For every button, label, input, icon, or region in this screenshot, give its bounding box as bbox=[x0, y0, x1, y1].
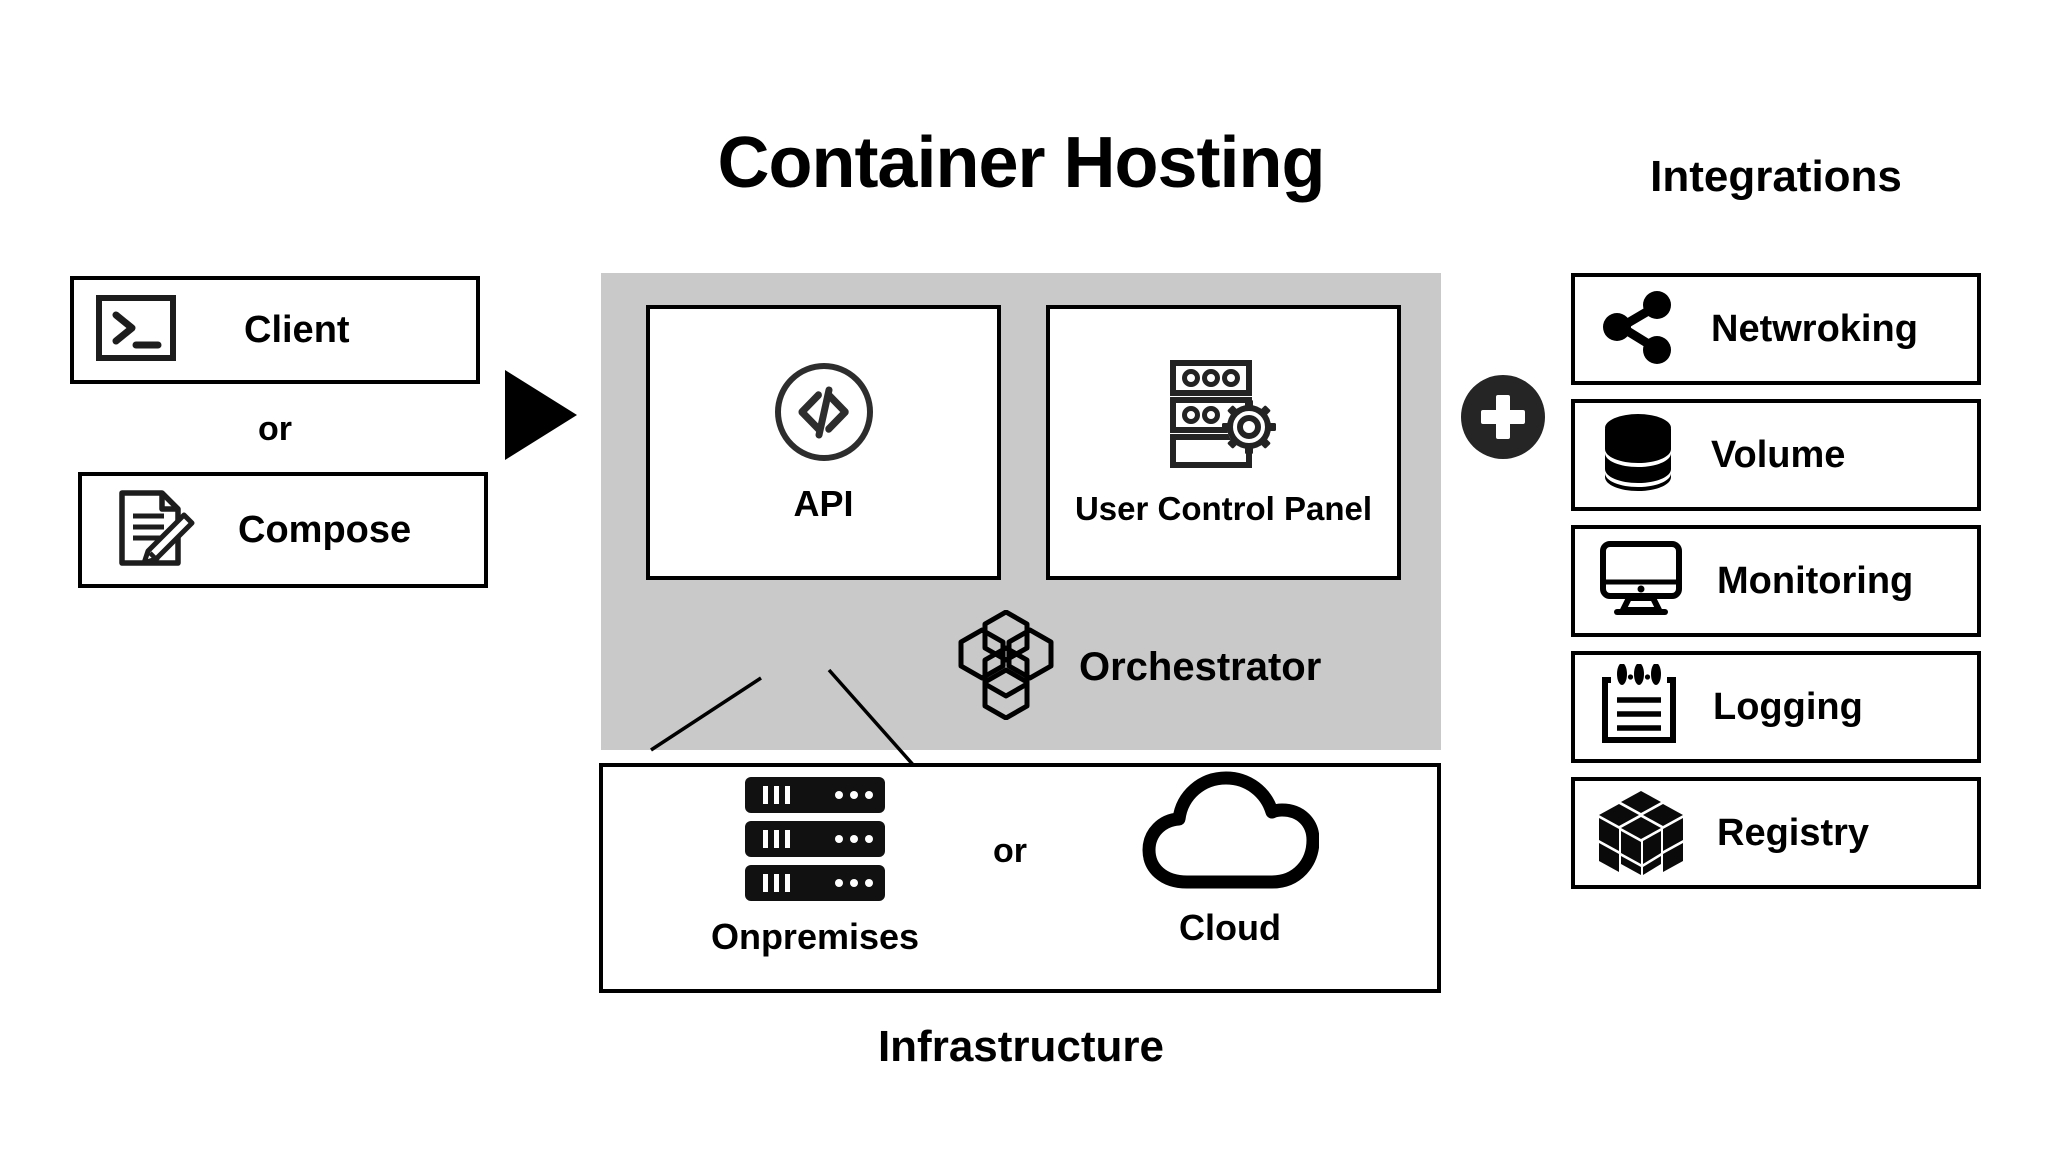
document-pencil-icon bbox=[106, 485, 196, 576]
onpremises-label: Onpremises bbox=[710, 916, 920, 957]
user-control-panel-node[interactable]: User Control Panel bbox=[1046, 305, 1401, 580]
page-title: Container Hosting bbox=[717, 123, 1326, 203]
client-label: Client bbox=[244, 308, 350, 351]
integration-label: Registry bbox=[1717, 811, 1870, 854]
integration-label: Monitoring bbox=[1717, 559, 1914, 602]
database-cylinder-icon bbox=[1599, 411, 1677, 500]
hexagon-cluster-icon bbox=[955, 609, 1057, 725]
plus-glyph bbox=[1481, 395, 1525, 439]
integration-item-logging[interactable]: Logging bbox=[1571, 651, 1981, 763]
code-circle-icon bbox=[772, 360, 876, 469]
integration-item-volume[interactable]: Volume bbox=[1571, 399, 1981, 511]
api-label: API bbox=[793, 483, 854, 524]
infrastructure-or-separator: or bbox=[993, 832, 1027, 870]
cloud-icon bbox=[1141, 770, 1320, 903]
cloud-node[interactable]: Cloud bbox=[1105, 770, 1355, 949]
integration-item-registry[interactable]: Registry bbox=[1571, 777, 1981, 889]
cube-3d-icon bbox=[1599, 787, 1683, 880]
server-stack-icon bbox=[741, 775, 889, 908]
integration-item-monitoring[interactable]: Monitoring bbox=[1571, 525, 1981, 637]
integration-label: Volume bbox=[1711, 433, 1846, 476]
orchestrator-node[interactable]: Orchestrator bbox=[955, 609, 1322, 725]
infrastructure-title: Infrastructure bbox=[877, 1022, 1165, 1071]
server-gear-icon bbox=[1165, 357, 1283, 474]
compose-label: Compose bbox=[238, 508, 412, 551]
triangle-right-icon bbox=[505, 370, 577, 460]
share-nodes-icon bbox=[1599, 288, 1677, 371]
terminal-icon bbox=[96, 294, 176, 366]
api-node[interactable]: API bbox=[646, 305, 1001, 580]
integration-label: Logging bbox=[1713, 685, 1863, 728]
client-node[interactable]: Client bbox=[70, 276, 480, 384]
notepad-lines-icon bbox=[1599, 662, 1679, 751]
integrations-title: Integrations bbox=[1650, 152, 1902, 201]
integration-label: Netwroking bbox=[1711, 307, 1918, 350]
cloud-label: Cloud bbox=[1179, 907, 1281, 948]
user-control-panel-label: User Control Panel bbox=[1074, 490, 1373, 527]
compose-node[interactable]: Compose bbox=[78, 472, 488, 588]
orchestrator-label: Orchestrator bbox=[1079, 645, 1322, 689]
left-or-separator: or bbox=[258, 410, 292, 448]
plus-circle-icon bbox=[1461, 375, 1545, 459]
onpremises-node[interactable]: Onpremises bbox=[690, 775, 940, 958]
desktop-monitor-icon bbox=[1599, 540, 1683, 623]
integration-item-networking[interactable]: Netwroking bbox=[1571, 273, 1981, 385]
